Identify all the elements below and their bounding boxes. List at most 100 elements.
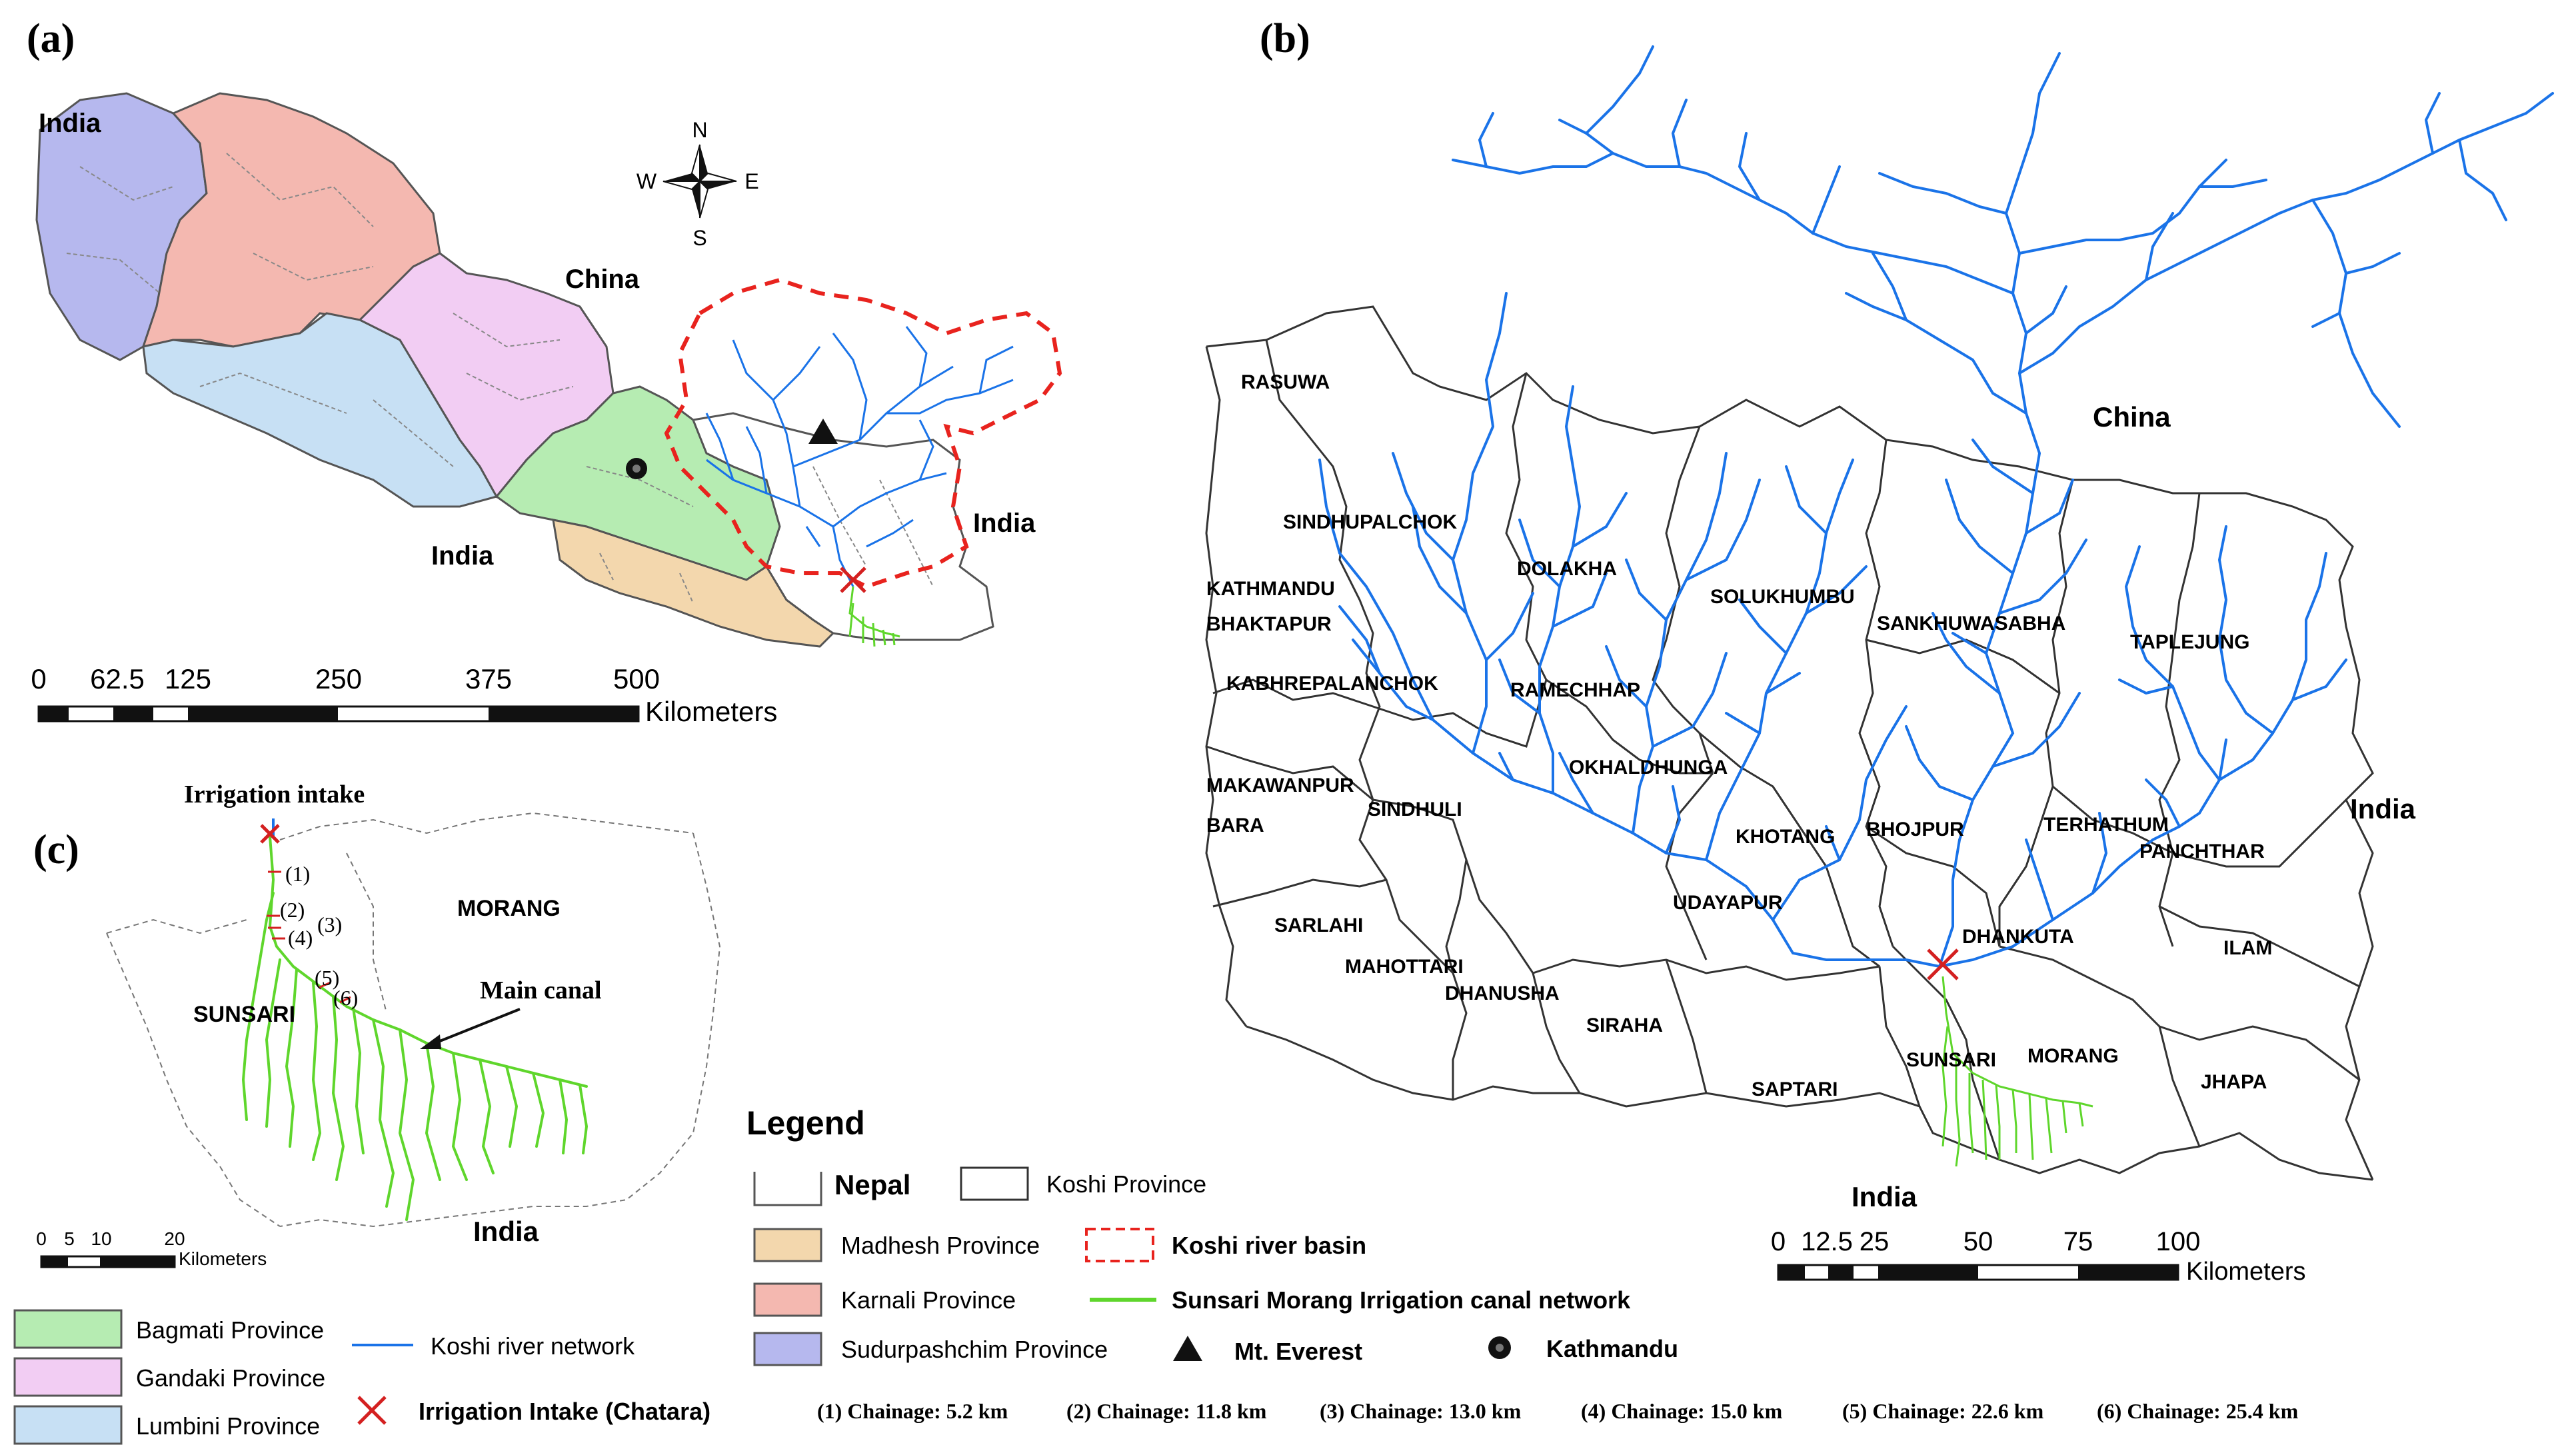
legend-madhesh-label: Madhesh Province <box>841 1232 1040 1259</box>
legend-chainage-6: (6) Chainage: 25.4 km <box>2097 1399 2299 1423</box>
district-taplejung: TAPLEJUNG <box>2130 631 2249 653</box>
label-china-a: China <box>565 265 640 294</box>
compass-n: N <box>692 118 707 142</box>
legend-lumbini: Lumbini Province <box>13 1405 320 1445</box>
irrigation-intake-title: Irrigation intake <box>184 780 365 808</box>
main-canal-arrow <box>420 1008 521 1049</box>
label-india-s-a: India <box>431 541 494 571</box>
district-sankhuwasabha: SANKHUWASABHA <box>1877 613 2065 635</box>
district-makawanpur: MAKAWANPUR <box>1206 774 1354 796</box>
district-ilam: ILAM <box>2223 937 2272 959</box>
district-udayapur: UDAYAPUR <box>1673 892 1783 914</box>
legend-canal-network: Sunsari Morang Irrigation canal network <box>1090 1286 1631 1314</box>
district-sindhuli: SINDHULI <box>1368 798 1462 820</box>
legend-kathmandu: Kathmandu <box>1488 1335 1678 1362</box>
district-borders-c <box>106 812 721 1228</box>
district-khotang: KHOTANG <box>1736 826 1835 848</box>
legend-canal-network-label: Sunsari Morang Irrigation canal network <box>1172 1286 1631 1314</box>
district-okhaldhunga: OKHALDHUNGA <box>1569 756 1728 778</box>
scale-a-tick-5: 500 <box>613 663 660 695</box>
panel-c-label: (c) <box>33 827 79 872</box>
compass-w: W <box>637 169 657 193</box>
district-mahottari: MAHOTTARI <box>1345 956 1464 978</box>
legend-karnali-label: Karnali Province <box>841 1286 1016 1314</box>
district-bhaktapur: BHAKTAPUR <box>1206 613 1332 635</box>
legend-river-network: Koshi river network <box>352 1332 635 1360</box>
scale-b-tick-2: 25 <box>1860 1227 1890 1256</box>
label-india-s-b: India <box>1852 1181 1918 1212</box>
scale-c-tick-3: 20 <box>164 1228 185 1249</box>
canal-network-c <box>241 835 589 1221</box>
legend-everest-label: Mt. Everest <box>1234 1338 1362 1365</box>
scale-a-tick-1: 62.5 <box>90 663 145 695</box>
legend-chainage-4: (4) Chainage: 15.0 km <box>1581 1399 1783 1423</box>
legend-intake: Irrigation Intake (Chatara) <box>357 1396 710 1425</box>
panel-c: (c) Irrigation intake <box>33 780 721 1269</box>
scale-c-tick-1: 5 <box>64 1228 75 1249</box>
legend-chainage-3: (3) Chainage: 13.0 km <box>1320 1399 1522 1423</box>
canal-network-a <box>848 586 900 647</box>
mt-everest-marker-a <box>808 419 838 444</box>
legend-title: Legend <box>746 1104 865 1142</box>
district-labels: RASUWA SINDHUPALCHOK KATHMANDU BHAKTAPUR… <box>1206 371 2272 1100</box>
district-terhathum: TERHATHUM <box>2043 814 2169 836</box>
district-saptari: SAPTARI <box>1752 1078 1838 1100</box>
legend-koshi-basin: Koshi river basin <box>1085 1228 1366 1262</box>
scale-c-unit: Kilometers <box>179 1248 267 1269</box>
scale-a-tick-2: 125 <box>165 663 211 695</box>
scale-c-tick-2: 10 <box>91 1228 111 1249</box>
scale-a-unit: Kilometers <box>645 696 777 727</box>
scale-bar-a: 0 62.5 125 250 375 500 Kilometers <box>31 663 777 727</box>
compass-s: S <box>692 226 706 250</box>
legend-river-network-label: Koshi river network <box>431 1332 635 1360</box>
district-kabhrepalanchok: KABHREPALANCHOK <box>1226 673 1438 695</box>
scale-a-tick-4: 375 <box>465 663 512 695</box>
irrigation-intake-marker-b <box>1927 948 1959 980</box>
label-india-e-b: India <box>2350 793 2416 824</box>
legend-gandaki-label: Gandaki Province <box>136 1364 325 1392</box>
panel-b-label: (b) <box>1260 16 1310 61</box>
district-panchthar: PANCHTHAR <box>2139 840 2265 862</box>
label-india-nw: India <box>39 109 101 138</box>
district-dhanusha: DHANUSHA <box>1445 982 1560 1004</box>
district-bhojpur: BHOJPUR <box>1866 818 1964 840</box>
label-sunsari-c: SUNSARI <box>193 1002 295 1027</box>
legend-kathmandu-label: Kathmandu <box>1546 1335 1678 1362</box>
legend-chainage-2: (2) Chainage: 11.8 km <box>1066 1399 1267 1423</box>
district-siraha: SIRAHA <box>1586 1014 1663 1036</box>
chainage-mark-4: (4) <box>288 926 313 950</box>
river-network-b <box>1318 45 2554 968</box>
legend-karnali: Karnali Province <box>753 1282 1016 1317</box>
panel-a-label: (a) <box>27 16 75 61</box>
chainage-mark-5: (5) <box>315 966 339 990</box>
chainage-ticks <box>267 870 351 1004</box>
river-network-a <box>705 326 1014 587</box>
scale-b-tick-0: 0 <box>1771 1227 1786 1256</box>
scale-c-tick-0: 0 <box>36 1228 47 1249</box>
legend-bagmati-label: Bagmati Province <box>136 1316 324 1344</box>
scale-bar-c: 0 5 10 20 Kilometers <box>36 1228 267 1269</box>
legend-chainage-5: (5) Chainage: 22.6 km <box>1842 1399 2044 1423</box>
koshi-basin-outline-a <box>664 277 1062 589</box>
chainage-mark-3: (3) <box>317 912 342 936</box>
legend: Legend Nepal Koshi Province Madhesh Prov… <box>13 1104 2299 1445</box>
scale-b-tick-1: 12.5 <box>1801 1227 1853 1256</box>
label-china-b: China <box>2093 401 2171 433</box>
compass-e: E <box>744 169 758 193</box>
legend-intake-label: Irrigation Intake (Chatara) <box>419 1398 710 1425</box>
legend-koshi-basin-label: Koshi river basin <box>1172 1232 1366 1259</box>
legend-madhesh: Madhesh Province <box>753 1228 1040 1262</box>
legend-bagmati: Bagmati Province <box>13 1309 324 1349</box>
district-borders-a <box>66 153 934 604</box>
district-sindhupalchok: SINDHUPALCHOK <box>1283 511 1457 533</box>
chainage-mark-1: (1) <box>285 862 310 886</box>
canal-network-b <box>1941 976 2093 1167</box>
district-sarlahi: SARLAHI <box>1274 914 1363 936</box>
scale-a-tick-0: 0 <box>31 663 46 695</box>
irrigation-intake-marker-c <box>260 824 280 844</box>
scale-bar-b: 0 12.5 25 50 75 100 Kilometers <box>1771 1227 2306 1286</box>
legend-koshi-province-label: Koshi Province <box>1046 1170 1206 1198</box>
panel-b: (b) <box>1205 16 2554 1286</box>
district-sunsari: SUNSARI <box>1906 1049 1996 1071</box>
legend-nepal-label: Nepal <box>834 1169 910 1200</box>
